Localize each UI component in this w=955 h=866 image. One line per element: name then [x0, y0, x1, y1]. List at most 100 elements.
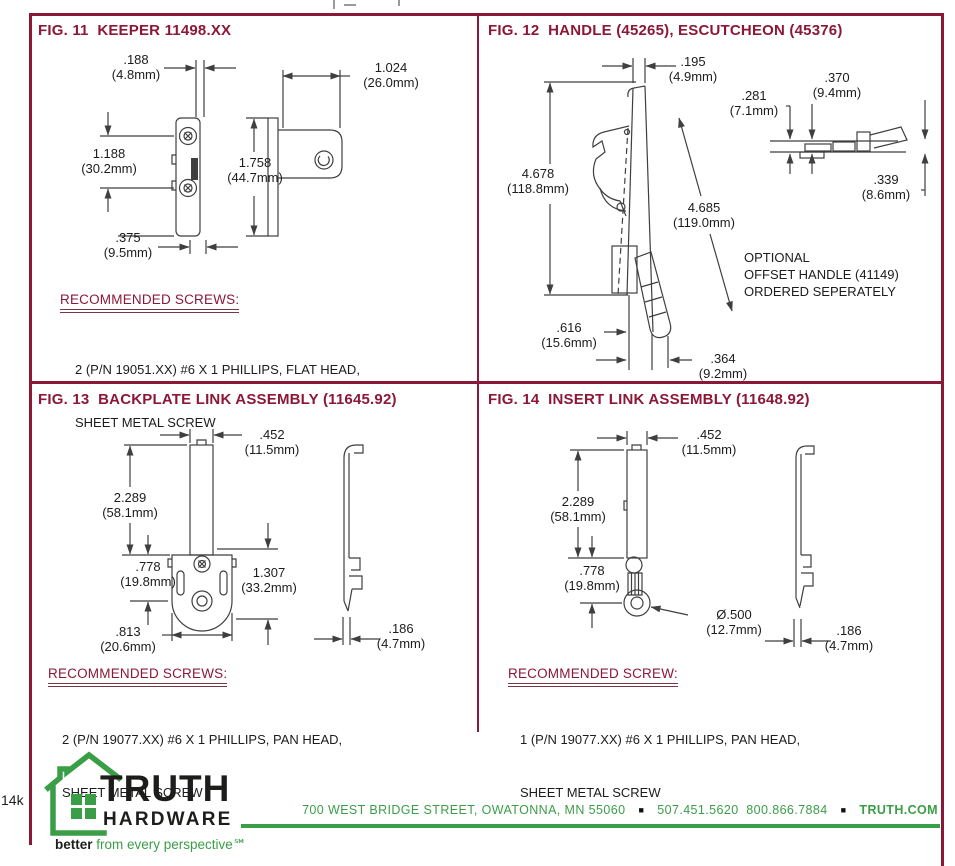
dim-mm: (26.0mm) — [363, 75, 419, 91]
recommended-screws-heading: RECOMMENDED SCREWS: — [48, 666, 228, 687]
note-line: OFFSET HANDLE (41149) — [744, 266, 899, 282]
dim-mm: (4.8mm) — [111, 67, 161, 83]
dim-label: .778 (19.8mm) — [114, 559, 182, 590]
dim-label: 1.307 (33.2mm) — [234, 565, 304, 596]
dim-mm: (9.5mm) — [103, 245, 153, 261]
bullet-separator-icon: ■ — [638, 805, 645, 815]
screws-line: 2 (P/N 19077.XX) #6 X 1 PHILLIPS, PAN HE… — [62, 732, 343, 748]
dim-inches: .186 — [388, 621, 414, 636]
truth-hardware-house-icon — [44, 751, 123, 836]
dim-label: .452 (11.5mm) — [674, 427, 744, 458]
dim-inches: .186 — [836, 623, 862, 638]
dim-label: 1.188 (30.2mm) — [74, 146, 144, 177]
figure-panel-13: FIG. 13 BACKPLATE LINK ASSEMBLY (11645.9… — [30, 383, 478, 800]
dim-inches: 2.289 — [113, 490, 147, 505]
dim-label: .616 (15.6mm) — [534, 320, 604, 351]
cropped-drawing-remnant — [333, 0, 335, 9]
dim-inches: 4.685 — [687, 200, 721, 215]
dim-label: .778 (19.8mm) — [558, 563, 626, 594]
dim-mm: (7.1mm) — [729, 103, 779, 119]
bullet-separator-icon: ■ — [840, 805, 847, 815]
cropped-drawing-remnant — [398, 0, 400, 6]
figure-panel-11: FIG. 11 KEEPER 11498.XX — [30, 14, 478, 430]
frame-top-rule — [30, 13, 943, 16]
dim-mm: (9.2mm) — [698, 366, 748, 382]
dim-label: .364 (9.2mm) — [686, 351, 760, 382]
recommended-screws-text: 2 (P/N 19051.XX) #6 X 1 PHILLIPS, FLAT H… — [75, 326, 360, 466]
figure-panel-14: FIG. 14 INSERT LINK ASSEMBLY (11648.92) — [478, 383, 944, 800]
dim-mm: (58.1mm) — [102, 505, 158, 521]
figure-title: FIG. 11 KEEPER 11498.XX — [38, 22, 232, 39]
tagline-bold: better — [55, 837, 93, 852]
dim-mm: (11.5mm) — [244, 442, 300, 458]
dim-inches: .778 — [135, 559, 161, 574]
brand-subname: HARDWARE — [103, 809, 233, 830]
dim-mm: (4.9mm) — [668, 69, 718, 85]
tagline-rest: from every perspective℠ — [92, 837, 247, 852]
dim-inches: .616 — [556, 320, 582, 335]
screws-line: SHEET METAL SCREW — [520, 784, 661, 800]
dim-inches: .813 — [115, 624, 141, 639]
recommended-screws-text: 2 (P/N 19077.XX) #6 X 1 PHILLIPS, PAN HE… — [62, 696, 342, 836]
insert-link-technical-drawing — [568, 431, 831, 647]
dim-label: .339 (8.6mm) — [850, 172, 922, 203]
brand-tagline: better from every perspective℠ — [55, 837, 247, 853]
dim-mm: (30.2mm) — [81, 161, 137, 177]
dim-label: .370 (9.4mm) — [800, 70, 874, 101]
dim-inches: .452 — [696, 427, 722, 442]
dim-label: 1.024 (26.0mm) — [352, 60, 430, 91]
dim-inches: 1.024 — [374, 60, 408, 75]
dim-mm: (12.7mm) — [706, 622, 762, 638]
frame-center-divider — [477, 13, 479, 732]
dim-inches: .452 — [259, 427, 285, 442]
dim-inches: 4.678 — [521, 166, 555, 181]
dim-inches: 1.307 — [252, 565, 286, 580]
dim-mm: (4.7mm) — [824, 638, 874, 654]
dim-inches: Ø.500 — [716, 607, 752, 622]
figure-title: FIG. 12 HANDLE (45265), ESCUTCHEON (4537… — [488, 22, 843, 39]
dim-mm: (44.7mm) — [227, 170, 283, 186]
page-side-code: 14k — [1, 792, 24, 808]
screws-line: 1 (P/N 19077.XX) #6 X 1 PHILLIPS, PAN HE… — [520, 732, 801, 748]
recommended-screws-text: 1 (P/N 19077.XX) #6 X 1 PHILLIPS, PAN HE… — [520, 696, 800, 836]
dim-inches: .281 — [741, 88, 767, 103]
dim-inches: .195 — [680, 54, 706, 69]
dim-mm: (119.0mm) — [673, 215, 735, 231]
dim-inches: 2.289 — [561, 494, 595, 509]
frame-middle-divider — [30, 381, 941, 384]
dim-inches: .339 — [873, 172, 899, 187]
note-line: ORDERED SEPERATELY — [744, 283, 896, 299]
brand-name: TRUTH — [100, 768, 231, 809]
dim-label: 4.685 (119.0mm) — [662, 200, 746, 231]
dim-mm: (20.6mm) — [100, 639, 156, 655]
frame-right-rule — [941, 13, 944, 866]
dim-mm: (4.7mm) — [376, 636, 426, 652]
dim-label: .813 (20.6mm) — [96, 624, 160, 655]
dim-label: .195 (4.9mm) — [660, 54, 726, 85]
dim-inches: .188 — [123, 52, 149, 67]
footer-green-rule — [241, 824, 940, 828]
dim-inches: 1.758 — [238, 155, 272, 170]
dim-inches: .375 — [115, 230, 141, 245]
figure-title: FIG. 14 INSERT LINK ASSEMBLY (11648.92) — [488, 391, 810, 408]
dim-label: .186 (4.7mm) — [816, 623, 882, 654]
dim-label: 4.678 (118.8mm) — [502, 166, 574, 197]
dim-inches: .370 — [824, 70, 850, 85]
handle-escutcheon-technical-drawing — [544, 58, 929, 370]
recommended-screws-heading: RECOMMENDED SCREWS: — [60, 292, 240, 313]
dim-mm: (15.6mm) — [541, 335, 597, 351]
dim-mm: (8.6mm) — [861, 187, 911, 203]
screws-line: SHEET METAL SCREW — [75, 414, 216, 430]
street-address: 700 WEST BRIDGE STREET, OWATONNA, MN 550… — [302, 803, 626, 817]
dim-label: Ø.500 (12.7mm) — [690, 607, 778, 638]
backplate-link-technical-drawing — [122, 429, 380, 645]
recommended-screws-heading: RECOMMENDED SCREW: — [508, 666, 678, 687]
cropped-drawing-remnant — [344, 4, 356, 6]
dim-mm: (19.8mm) — [120, 574, 176, 590]
dim-mm: (9.4mm) — [812, 85, 862, 101]
dim-mm: (58.1mm) — [550, 509, 606, 525]
dim-inches: 1.188 — [92, 146, 126, 161]
dim-label: .281 (7.1mm) — [722, 88, 786, 119]
dim-label: .186 (4.7mm) — [368, 621, 434, 652]
